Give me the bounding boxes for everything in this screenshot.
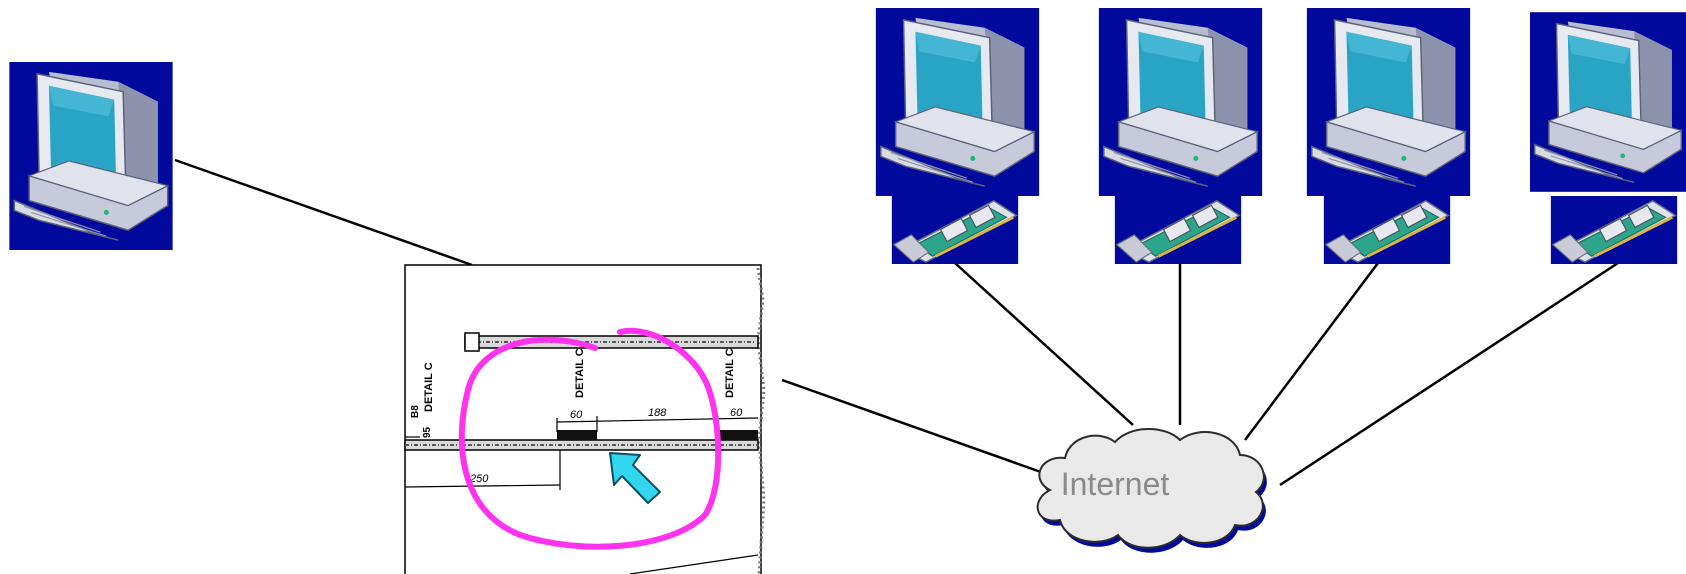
connector-line	[1244, 262, 1379, 441]
dimension-label: 95	[422, 426, 433, 438]
computer-icon	[1098, 8, 1263, 196]
network-card-icon	[1322, 196, 1452, 264]
connector-line	[174, 158, 473, 267]
detail-label: DETAIL C	[423, 362, 435, 412]
pointer-arrow-icon	[609, 452, 661, 504]
detail-label: DETAIL C	[724, 348, 736, 398]
internet-label: Internet	[1060, 466, 1170, 502]
internet-cloud-icon	[1036, 428, 1267, 553]
connector-line	[781, 378, 1056, 479]
connector-lines	[174, 158, 1619, 487]
connector-line	[954, 262, 1134, 426]
computer-icon	[1306, 8, 1471, 196]
dimension-label: B8	[410, 405, 421, 418]
computer-icon	[875, 8, 1040, 196]
computer-icon	[1530, 11, 1686, 193]
drawing-snippet: DETAIL C DETAIL C DETAIL C B8 95 60 188 …	[404, 264, 766, 574]
connector-line	[1279, 261, 1619, 487]
dimension-label: 60	[570, 409, 583, 421]
dimension-label: 250	[469, 473, 489, 485]
network-card-icon	[890, 196, 1020, 264]
network-card-icon	[1549, 196, 1679, 264]
annotation-circle	[458, 327, 722, 550]
detail-label: DETAIL C	[574, 348, 586, 398]
dimension-label: 60	[730, 407, 743, 419]
network-card-icon	[1113, 196, 1243, 264]
computer-icon	[8, 62, 174, 250]
dimension-label: 188	[648, 407, 667, 419]
